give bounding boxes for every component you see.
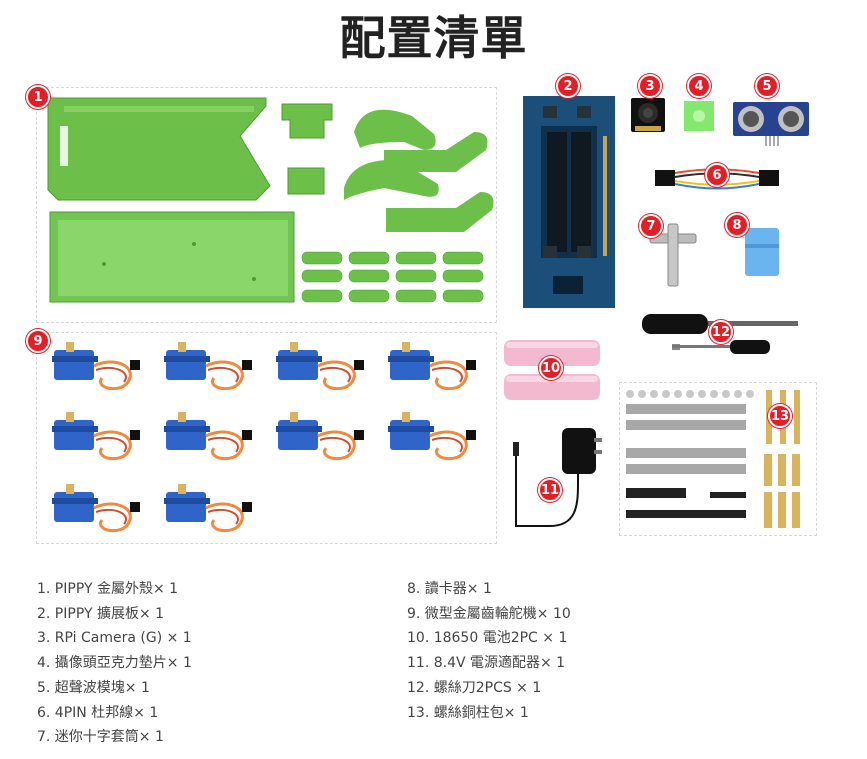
servo-motors-image <box>50 340 478 533</box>
card-reader-image <box>745 228 779 276</box>
item-list-right: 8. 讀卡器× 1 9. 微型金屬齒輪舵機× 10 10. 18650 電池2P… <box>407 577 571 725</box>
list-item: 7. 迷你十字套筒× 1 <box>37 729 164 746</box>
page-title: 配置清單 <box>339 11 528 65</box>
camera-image <box>631 98 665 132</box>
list-item: 12. 螺絲刀2PCS × 1 <box>407 679 542 696</box>
acrylic-pad-image <box>684 101 714 131</box>
screwdrivers-image <box>642 314 798 354</box>
badge-13: 13 <box>768 404 792 428</box>
extension-board-image <box>523 96 615 308</box>
badge-1: 1 <box>26 85 50 109</box>
cross-socket-image <box>649 223 697 287</box>
list-item: 1. PIPPY 金屬外殼× 1 <box>37 581 179 597</box>
ultrasonic-module-image <box>733 102 809 146</box>
badge-8: 8 <box>725 213 749 237</box>
badge-6: 6 <box>705 163 729 187</box>
item-list-left: 1. PIPPY 金屬外殼× 1 2. PIPPY 擴展板× 1 3. RPi … <box>37 577 192 750</box>
badge-12: 12 <box>709 320 733 344</box>
list-item: 5. 超聲波模塊× 1 <box>37 679 150 696</box>
badge-9: 9 <box>26 329 50 353</box>
badge-11: 11 <box>538 478 562 502</box>
list-item: 13. 螺絲銅柱包× 1 <box>407 704 529 721</box>
list-item: 9. 微型金屬齒輪舵機× 10 <box>407 605 571 622</box>
list-item: 10. 18650 電池2PC × 1 <box>407 630 568 647</box>
list-item: 2. PIPPY 擴展板× 1 <box>37 605 165 622</box>
list-item: 3. RPi Camera (G) × 1 <box>37 630 192 647</box>
badge-2: 2 <box>556 74 580 98</box>
badge-5: 5 <box>755 74 779 98</box>
list-item: 11. 8.4V 電源適配器× 1 <box>407 655 566 672</box>
badge-3: 3 <box>638 74 662 98</box>
badge-4: 4 <box>687 74 711 98</box>
list-item: 4. 攝像頭亞克力墊片× 1 <box>37 655 192 672</box>
list-item: 8. 讀卡器× 1 <box>407 581 492 597</box>
badge-10: 10 <box>539 356 563 380</box>
metal-case-image <box>47 97 494 303</box>
batteries-image <box>504 340 600 400</box>
power-adapter-image <box>513 428 602 527</box>
badge-7: 7 <box>639 214 663 238</box>
list-item: 6. 4PIN 杜邦線× 1 <box>37 704 159 721</box>
